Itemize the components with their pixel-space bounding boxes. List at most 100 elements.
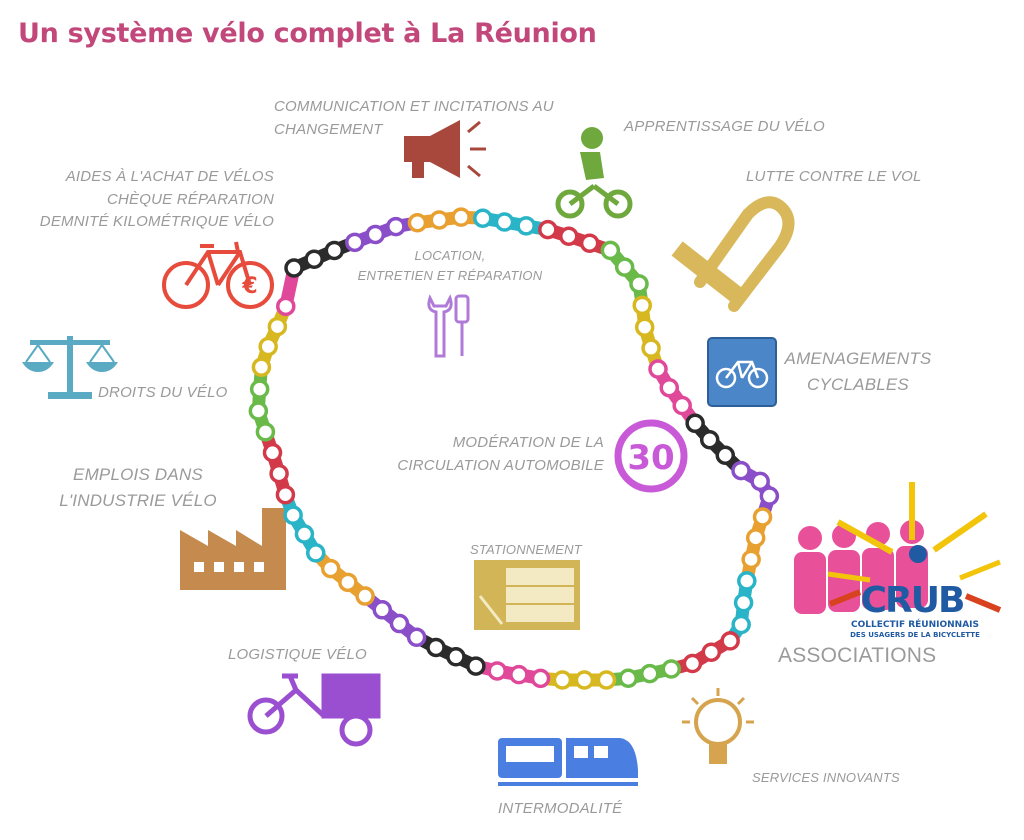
chain-roller: [600, 240, 621, 261]
chain-roller: [752, 507, 773, 527]
chain-roller: [685, 413, 705, 434]
chain-roller: [275, 484, 296, 505]
label-stationnement: STATIONNEMENT: [470, 542, 582, 557]
chain-roller: [659, 377, 680, 398]
label-emplois-line-2: L'INDUSTRIE VÉLO: [59, 490, 217, 510]
cargo-bike-icon: [247, 673, 381, 747]
chain-roller: [406, 627, 427, 648]
chain-roller: [596, 670, 617, 690]
chain-roller: [720, 631, 740, 651]
label-vol: LUTTE CONTRE LE VOL: [746, 168, 922, 185]
chain-roller: [733, 592, 754, 613]
label-services: SERVICES INNOVANTS: [752, 770, 900, 785]
chain-roller: [249, 379, 270, 399]
crub-logo-text: CRUB: [861, 580, 964, 621]
chain-roller: [701, 642, 722, 662]
label-aides-line-3: DEMNITÉ KILOMÉTRIQUE VÉLO: [39, 213, 274, 230]
chain-roller: [446, 647, 466, 667]
chain-roller: [305, 543, 326, 563]
label-communication-line-1: COMMUNICATION ET INCITATIONS AU: [274, 98, 554, 115]
label-amenagements-line-1: AMENAGEMENTS: [784, 349, 932, 368]
light-bulb-icon: [682, 688, 754, 764]
label-communication-line-2: CHANGEMENT: [274, 120, 383, 138]
label-moderation-line-1: MODÉRATION DE LA: [452, 434, 604, 451]
chain-roller: [258, 336, 278, 357]
chain-roller: [632, 295, 653, 316]
child-bike-icon: [555, 127, 633, 219]
chain-roller: [672, 395, 692, 416]
label-location-line-2: ENTRETIEN ET RÉPARATION: [357, 267, 543, 283]
label-apprentissage: APPRENTISSAGE DU VÉLO: [624, 118, 825, 135]
chain-roller: [530, 668, 551, 689]
label-location-line-1: LOCATION,: [414, 248, 486, 263]
chain-roller: [741, 549, 761, 570]
chain-roller: [629, 274, 649, 294]
chain-roller: [579, 233, 600, 253]
page-title: Un système vélo complet à La Réunion: [18, 18, 597, 49]
chain-roller: [407, 213, 428, 233]
chain-roller: [648, 359, 668, 379]
label-amenagements-line-2: CYCLABLES: [807, 374, 909, 394]
chain-roller: [559, 226, 579, 247]
chain-roller: [320, 558, 341, 579]
chain-roller: [759, 486, 780, 506]
label-location: LOCATION, ENTRETIEN ET RÉPARATION: [352, 246, 548, 285]
crub-subtitle: COLLECTIF RÉUNIONNAIS DES USAGERS DE LA …: [840, 620, 990, 640]
chain-roller: [267, 316, 288, 337]
chain-roller: [276, 296, 296, 317]
chain-roller: [389, 613, 410, 634]
u-lock-icon: [671, 196, 795, 312]
chain-roller: [640, 663, 660, 684]
chain-roller: [494, 212, 515, 232]
chain-roller: [641, 338, 661, 358]
label-intermodalite: INTERMODALITÉ: [498, 800, 623, 817]
chain-roller: [614, 257, 635, 277]
label-communication: COMMUNICATION ET INCITATIONS AU CHANGEME…: [274, 96, 554, 141]
chain-roller: [386, 216, 406, 237]
chain-roller: [731, 460, 751, 481]
chain-roller: [745, 528, 766, 548]
label-moderation-line-2: CIRCULATION AUTOMOBILE: [397, 456, 604, 474]
chain-roller: [283, 505, 303, 525]
chain-roller: [509, 664, 529, 685]
scale-icon: [22, 336, 118, 399]
chain-roller: [355, 586, 375, 606]
chain-roller: [251, 357, 272, 377]
chain-roller: [731, 614, 751, 635]
chain-roller: [304, 249, 324, 269]
crub-subtitle-line-1: COLLECTIF RÉUNIONNAIS: [850, 620, 980, 630]
chain-roller: [682, 653, 703, 674]
chain-roller: [634, 317, 655, 337]
train-icon: [498, 738, 638, 786]
chain-roller: [284, 258, 304, 278]
chain-roller: [365, 224, 386, 245]
crub-logo: CRUB: [827, 482, 1002, 621]
bike-parking-icon: [474, 560, 580, 630]
people-icon: [794, 520, 928, 614]
tools-icon: [427, 294, 470, 358]
chain-roller: [451, 207, 471, 227]
chain-roller: [618, 668, 638, 688]
speed-limit-icon: [614, 419, 688, 493]
chain-roller: [426, 637, 446, 658]
chain-roller: [372, 600, 393, 620]
label-emplois: EMPLOIS DANS L'INDUSTRIE VÉLO: [48, 462, 228, 513]
chain-roller: [429, 210, 450, 230]
label-emplois-line-1: EMPLOIS DANS: [73, 465, 203, 484]
chain-roller: [255, 422, 276, 442]
crub-subtitle-line-2: DES USAGERS DE LA BICYCLETTE: [850, 631, 980, 640]
label-moderation: MODÉRATION DE LA CIRCULATION AUTOMOBILE: [374, 432, 604, 477]
chain-roller: [516, 216, 536, 236]
label-aides-line-2: CHÈQUE RÉPARATION: [106, 190, 274, 208]
chain-roller: [473, 208, 493, 228]
label-amenagements: AMENAGEMENTS CYCLABLES: [778, 346, 938, 397]
factory-icon: [180, 508, 286, 590]
label-logistique: LOGISTIQUE VÉLO: [228, 646, 367, 663]
chain-roller: [248, 401, 269, 421]
cycle-lane-sign-icon: [707, 337, 777, 407]
label-aides: AIDES À L'ACHAT DE VÉLOS CHÈQUE RÉPARATI…: [4, 166, 274, 234]
speed-limit-value: 30: [627, 438, 674, 478]
chain-roller: [345, 232, 365, 253]
chain-roller: [699, 429, 720, 450]
